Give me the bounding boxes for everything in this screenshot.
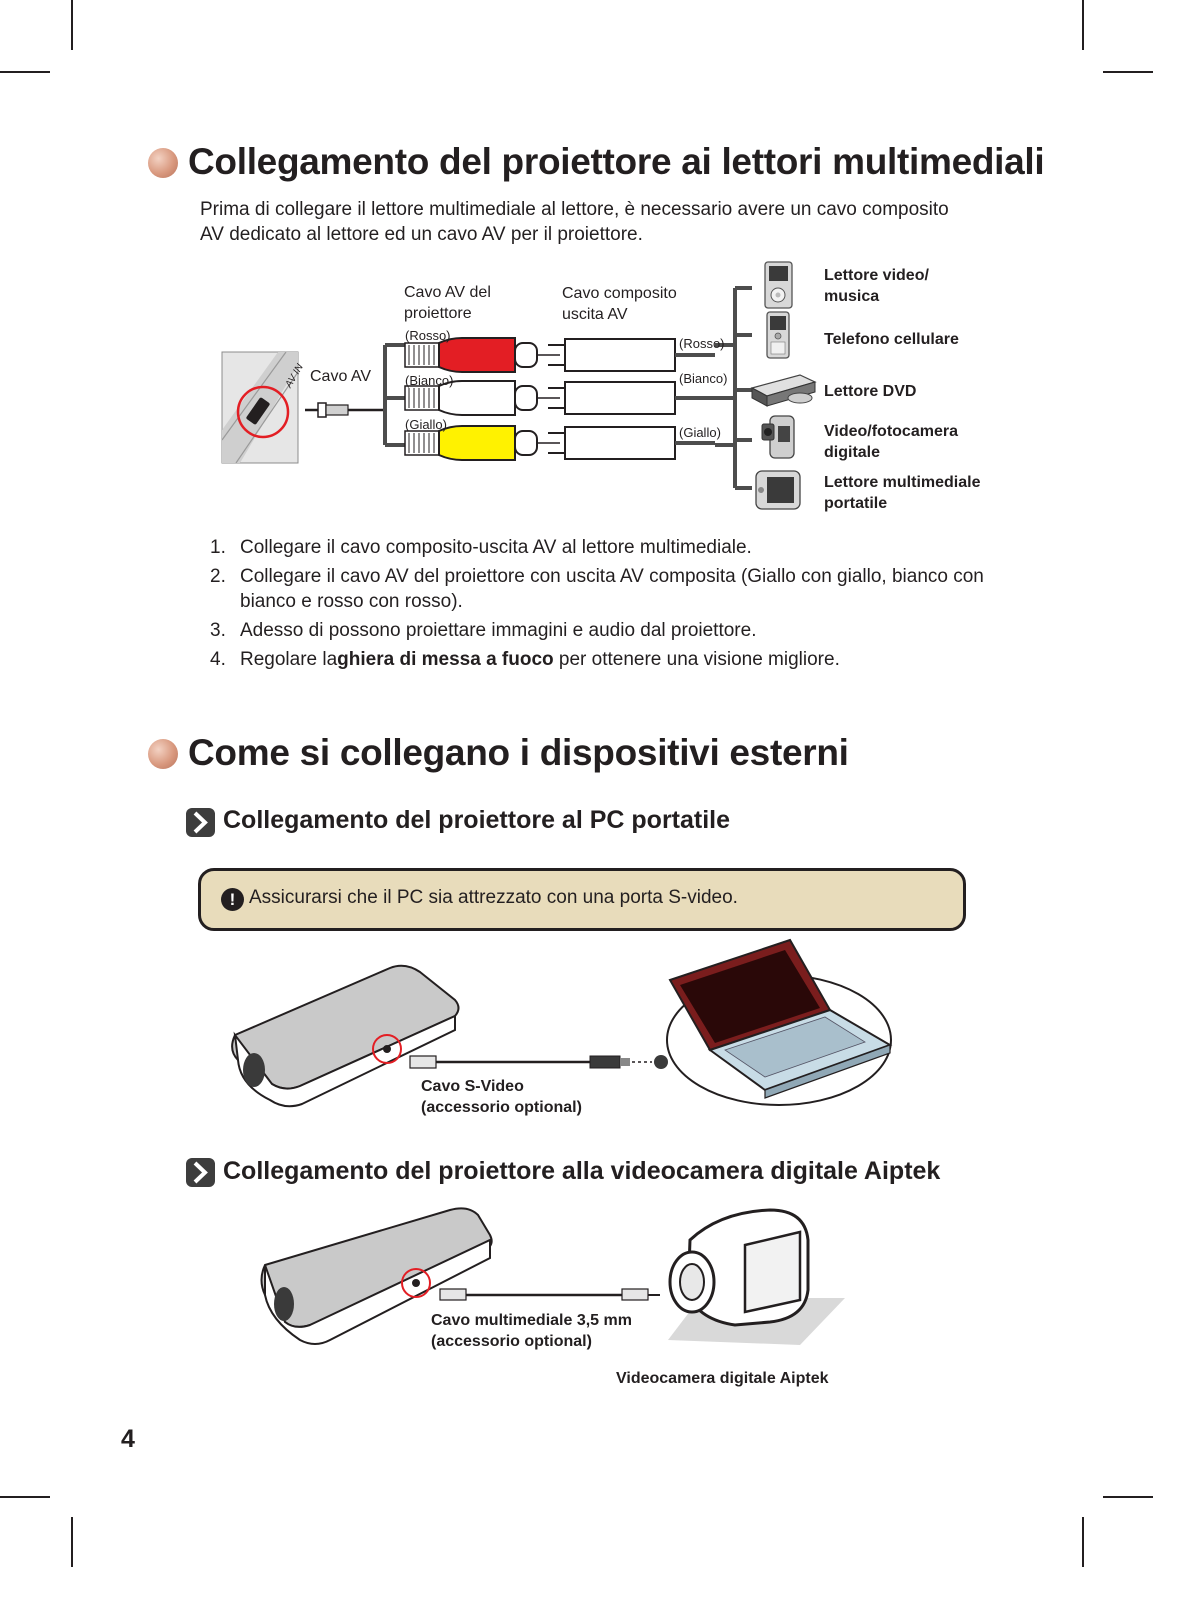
mini-jack-plug [305,402,385,418]
projector-illustration [231,964,460,1108]
list-item-text-pre: Regolare la [240,649,338,670]
crop-mark [1103,1496,1153,1498]
giallo-right-label: (Giallo) [679,425,721,440]
svideo-cable-label-line: Cavo S-Video [421,1078,524,1095]
device-label-line: Telefono cellulare [824,331,959,348]
camcorder-connection-diagram [260,1207,845,1345]
note-box: ! Assicurarsi che il PC sia attrezzato c… [198,868,966,931]
projector-cable-label: Cavo AV del proiettore [404,282,491,324]
list-item-text-bold: ghiera di messa a fuoco [337,649,554,670]
intro-paragraph: Prima di collegare il lettore multimedia… [200,197,1020,247]
av-cable-splitter [383,343,405,447]
chevron-right-icon [186,1158,215,1187]
list-item-text: Collegare il cavo composito-uscita AV al… [240,537,752,558]
red-rca-plug [404,337,715,373]
section-title: Come si collegano i dispositivi esterni [188,732,849,773]
yellow-rca-plug [404,425,715,461]
multimedia-cable-label: Cavo multimediale 3,5 mm (accessorio opt… [431,1310,632,1352]
device-label-line: Lettore DVD [824,383,917,400]
device-label-line: musica [824,288,880,305]
av-in-highlight-circle [236,385,290,439]
section-title: Collegamento del proiettore ai lettori m… [188,141,1045,182]
subsection-title: Collegamento del proiettore alla videoca… [223,1157,941,1185]
svideo-port-highlight-circle [372,1034,402,1064]
giallo-left-label: (Giallo) [405,417,447,432]
device-label-camcorder: Video/fotocamera digitale [824,421,958,463]
exclamation-icon: ! [221,888,244,911]
multimedia-cable-label-line: Cavo multimediale 3,5 mm [431,1312,632,1329]
laptop-illustration [666,938,893,1106]
list-item-number: 1. [210,537,226,558]
crop-mark [0,71,50,73]
list-item-text-post: per ottenere una visione migliore. [553,649,840,670]
device-label-portable-player: Lettore multimediale portatile [824,472,980,514]
bianco-right-label: (Bianco) [679,371,728,386]
multimedia-cable [439,1288,660,1301]
composite-cable-splitter [715,286,752,490]
projector-side-panel [221,351,299,464]
section-bullet-icon [148,739,178,769]
device-label-dvd: Lettore DVD [824,381,916,402]
list-item-text: Collegare il cavo AV del proiettore con … [240,566,984,612]
camcorder-label: Videocamera digitale Aiptek [616,1370,829,1387]
list-item-number: 2. [210,566,226,587]
list-item-number: 4. [210,649,226,670]
composite-cable-label-line: Cavo composito [562,285,677,302]
crop-mark [71,0,73,50]
mobile-phone-icon [766,311,790,359]
device-label-phone: Telefono cellulare [824,329,959,350]
rca-plug-group [404,337,715,461]
device-label-music-player: Lettore video/ musica [824,265,929,307]
list-item-text: Regolare laghiera di messa a fuoco per o… [240,647,1020,672]
svideo-cable [409,1055,668,1069]
device-label-line: Lettore video/ [824,267,929,284]
device-label-line: digitale [824,444,881,461]
projector-cable-label-line: proiettore [404,305,472,322]
subsection-title: Collegamento del proiettore al PC portat… [223,806,731,834]
composite-cable-label-line: uscita AV [562,306,628,323]
white-rca-plug [404,380,715,416]
section-bullet-icon [148,148,178,178]
device-label-line: portatile [824,495,888,512]
svideo-cable-label: Cavo S-Video (accessorio optional) [421,1076,582,1118]
portable-media-player-icon [755,470,801,510]
crop-mark [1082,0,1084,50]
rosso-left-label: (Rosso) [405,328,451,343]
multimedia-cable-label-line: (accessorio optional) [431,1333,592,1350]
rosso-right-label: (Rosso) [679,336,725,351]
av-port-highlight-circle [401,1268,431,1298]
crop-mark [0,1496,50,1498]
list-item-text: Adesso di possono proiettare immagini e … [240,620,757,641]
device-label-line: Lettore multimediale [824,474,981,491]
crop-mark [71,1517,73,1567]
intro-line: Prima di collegare il lettore multimedia… [200,199,949,220]
svideo-cable-label-line: (accessorio optional) [421,1099,582,1116]
bianco-left-label: (Bianco) [405,373,454,388]
aiptek-camcorder-illustration [668,1208,845,1345]
device-label-line: Video/fotocamera [824,423,958,440]
camcorder-icon [761,415,795,459]
laptop-connection-diagram [231,938,893,1108]
crop-mark [1082,1517,1084,1567]
page-number: 4 [121,1425,135,1453]
note-text: Assicurarsi che il PC sia attrezzato con… [249,887,738,908]
crop-mark [1103,71,1153,73]
cavo-av-label: Cavo AV [310,368,372,385]
dvd-player-icon [750,374,817,407]
av-connection-diagram: AV IN [221,261,817,510]
chevron-right-icon [186,808,215,837]
composite-cable-label: Cavo composito uscita AV [562,283,677,325]
list-item-number: 3. [210,620,226,641]
music-player-icon [764,261,793,309]
intro-line: AV dedicato al lettore ed un cavo AV per… [200,224,643,245]
projector-illustration [260,1207,493,1345]
projector-cable-label-line: Cavo AV del [404,284,491,301]
